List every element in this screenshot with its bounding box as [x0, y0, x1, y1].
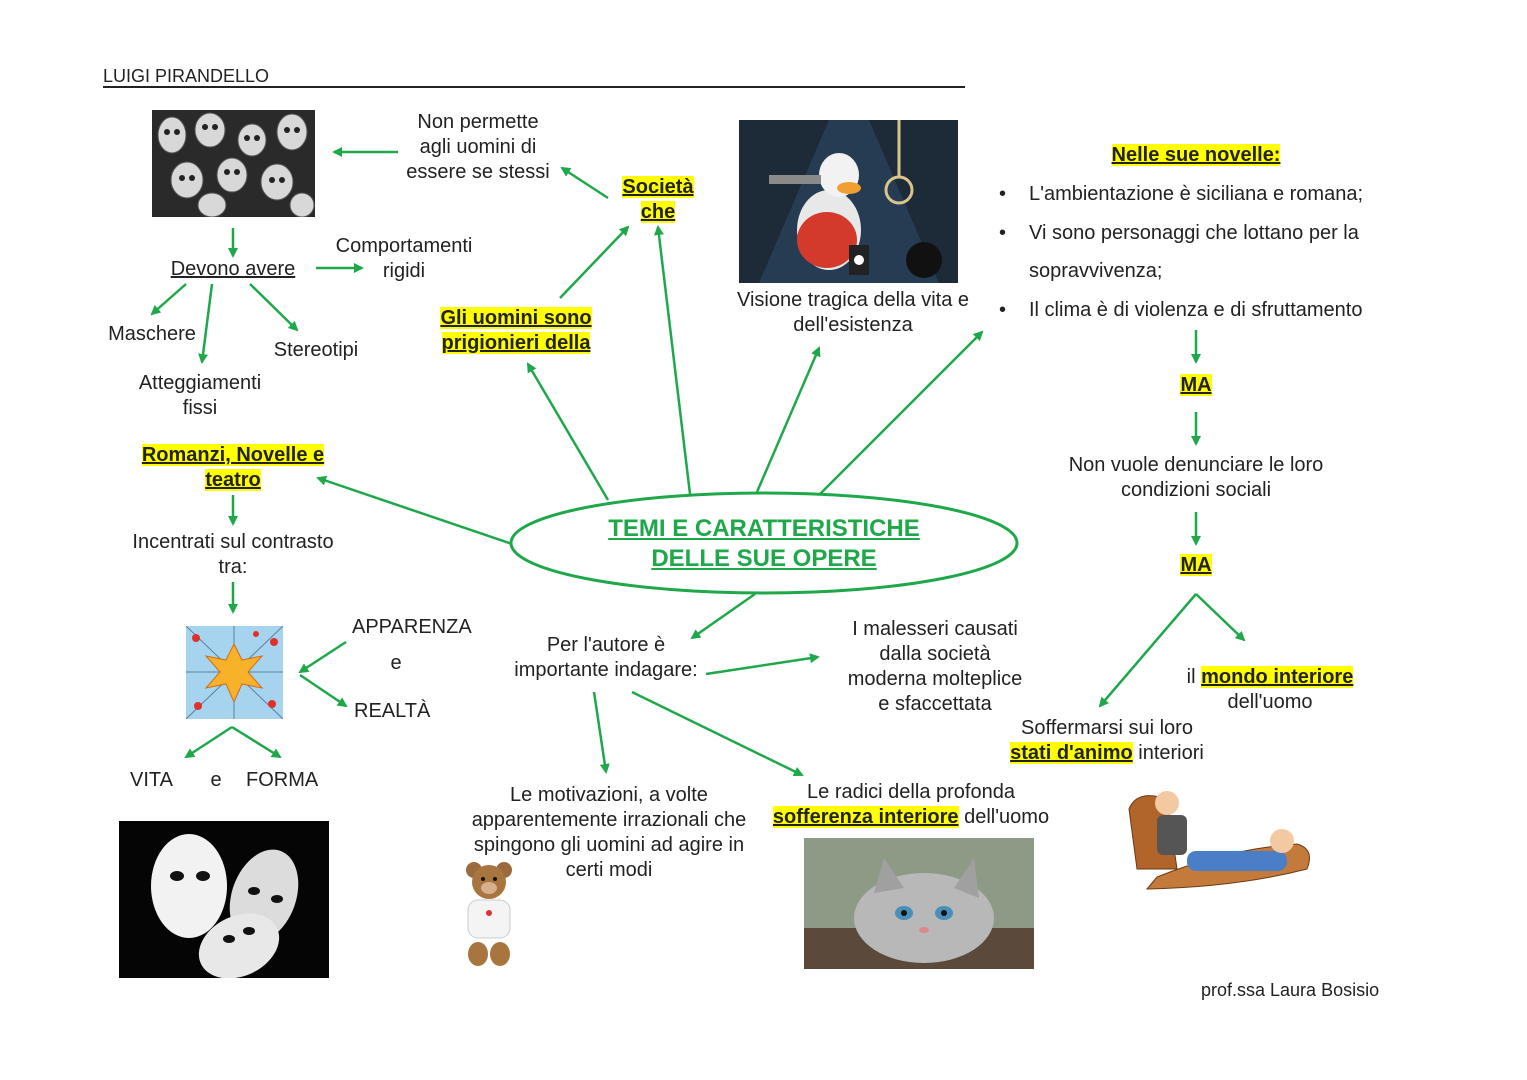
radici-text: Le radici della profonda sofferenza inte…	[772, 781, 1050, 828]
devono-avere-text: Devono avere	[170, 258, 296, 280]
white-masks-photo	[119, 821, 329, 978]
comic-explosion-image	[186, 626, 283, 719]
realta-text: REALTÀ	[354, 700, 431, 722]
psychoanalysis-cartoon	[1127, 789, 1315, 891]
sad-cat-photo	[804, 838, 1034, 969]
bullet-personaggi: Vi sono personaggi che lottano per la	[999, 221, 1359, 246]
novelle-title: Nelle sue novelle:	[1111, 144, 1281, 166]
e-conjunction-1: e	[390, 652, 402, 674]
bullet-personaggi-cont: sopravvivenza;	[1029, 260, 1163, 282]
soffermarsi-text: Soffermarsi sui loro stati d'animo inter…	[1010, 717, 1204, 764]
maschere-text: Maschere	[108, 323, 196, 345]
apparenza-text: APPARENZA	[352, 616, 472, 638]
author-credit: prof.ssa Laura Bosisio	[1201, 980, 1380, 1000]
teddy-bear-image	[460, 858, 518, 968]
ma-label-1: MA	[1180, 374, 1212, 396]
e-conjunction-2: e	[210, 769, 222, 791]
center-title: TEMI E CARATTERISTICHE DELLE SUE OPERE	[608, 515, 920, 572]
page-title: LUIGI PIRANDELLO	[103, 66, 270, 86]
vita-text: VITA	[130, 769, 173, 791]
stereotipi-text: Stereotipi	[273, 339, 359, 361]
center-ellipse	[509, 491, 1019, 595]
prigionieri-text: Gli uomini sono prigionieri della	[440, 307, 592, 354]
mondo-interiore-text: il mondo interiore dell'uomo	[1186, 666, 1354, 713]
cartoon-duck-image	[739, 120, 958, 283]
bullet-clima: Il clima è di violenza e di sfruttamento	[999, 298, 1362, 323]
societa-che: Società che	[622, 176, 694, 223]
title-underline	[103, 86, 965, 88]
romanzi-novelle-teatro: Romanzi, Novelle e teatro	[141, 444, 325, 491]
forma-text: FORMA	[246, 769, 319, 791]
ma-label-2: MA	[1180, 554, 1212, 576]
bullet-ambientazione: L'ambientazione è siciliana e romana;	[999, 182, 1363, 207]
masks-photo	[152, 110, 315, 217]
